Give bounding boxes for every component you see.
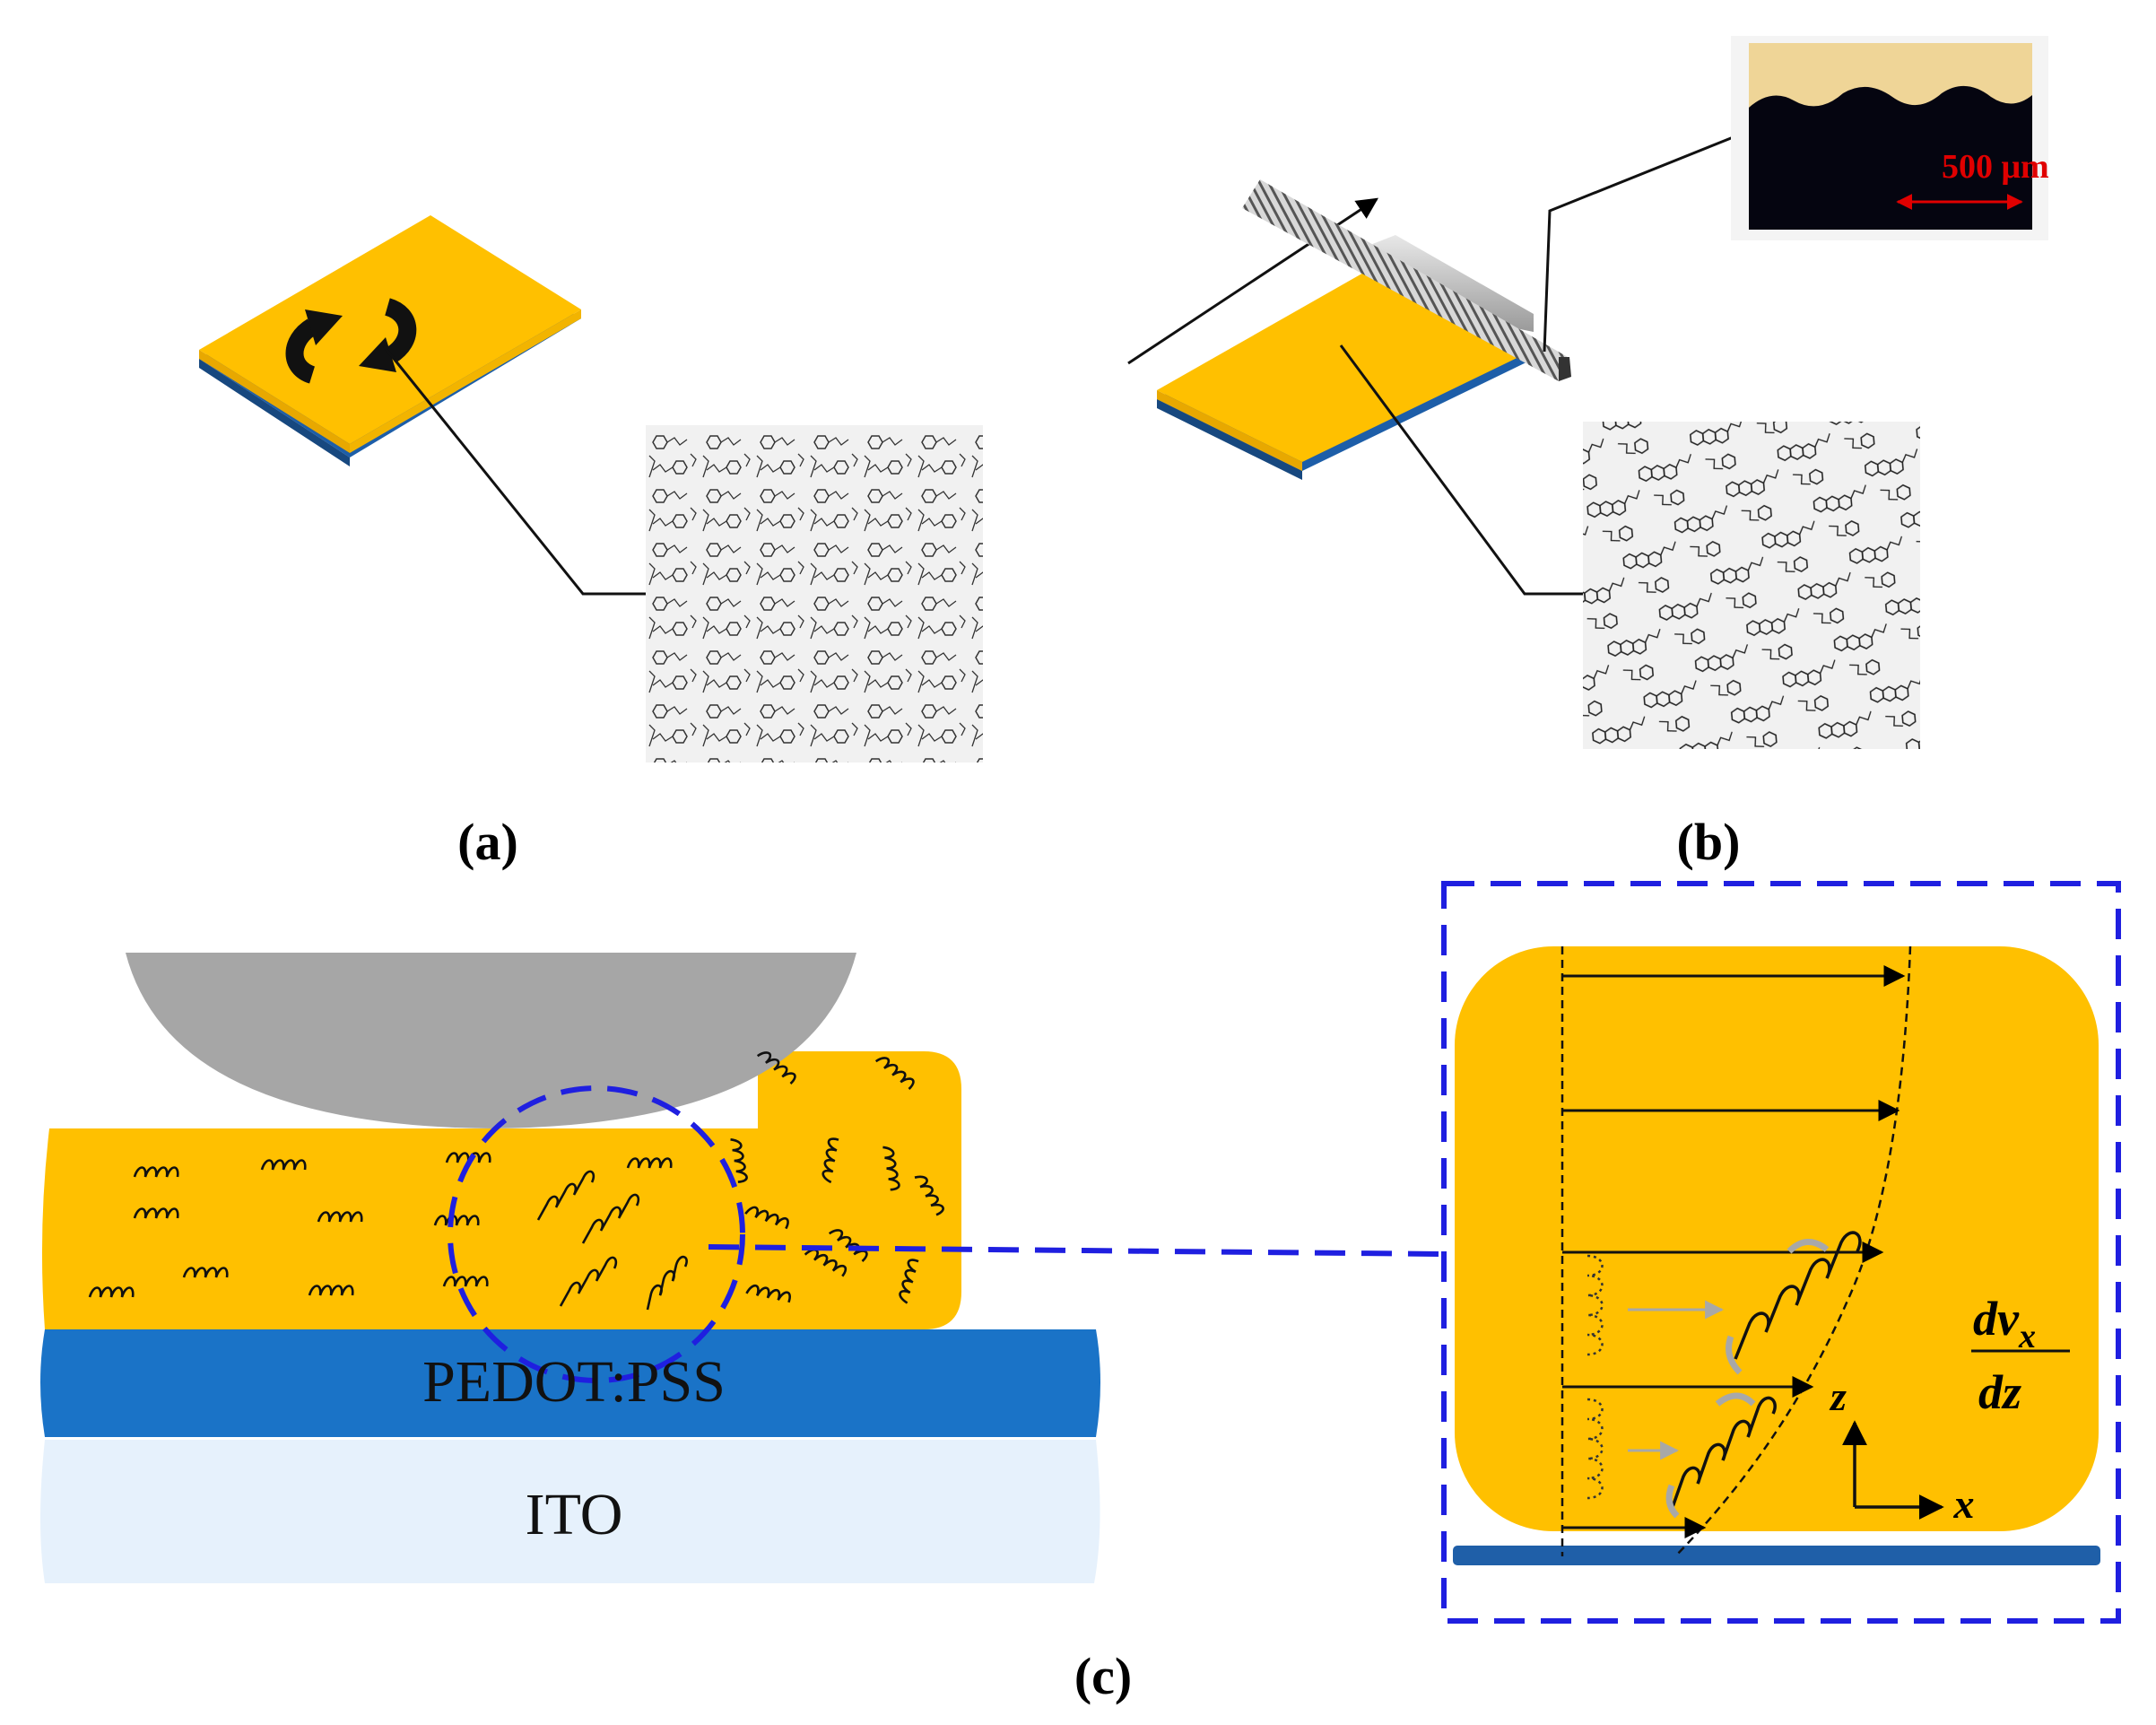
rotation-arrows-icon [285, 298, 417, 384]
equation-denominator: dz [1978, 1365, 2021, 1419]
equation-numerator: dv [1973, 1292, 2020, 1346]
ito-label: ITO [526, 1482, 623, 1547]
shear-rate-equation: dvx dz [1971, 1292, 2070, 1419]
panel-c: PEDOT:PSS ITO [40, 881, 2121, 1705]
velocity-profile-curve [1674, 945, 1912, 1557]
panel-a: (a) [199, 215, 983, 871]
pedot-label: PEDOT:PSS [422, 1349, 726, 1415]
panel-a-label: (a) [457, 813, 518, 871]
leader-line-micrograph [1543, 135, 1736, 353]
leader-line-a [382, 345, 646, 596]
film-a [199, 215, 581, 444]
mayer-rod-icon [1242, 179, 1571, 381]
panel-c-label: (c) [1074, 1647, 1132, 1705]
leader-line-b [1339, 344, 1583, 596]
equation-numerator-sub: x [2018, 1318, 2036, 1355]
zoom-circle [448, 1085, 745, 1383]
ito-layer [40, 1440, 1100, 1583]
zoom-film [1455, 946, 2099, 1531]
coordinate-axes: z x [1829, 1373, 1974, 1527]
pedot-layer [40, 1329, 1100, 1437]
micrograph-inset: 500 μm [1731, 36, 2049, 240]
roller [126, 953, 856, 1128]
solution-film [41, 1051, 961, 1329]
molecule-inset-aligned [1583, 422, 1920, 749]
axis-x-label: x [1953, 1481, 1975, 1527]
molecule-inset-random [646, 425, 983, 762]
panel-b: 500 μm (b) [1127, 36, 2049, 871]
stretched-coils [1587, 1231, 1862, 1519]
zoom-connector [708, 1244, 1445, 1257]
coating-blade [1359, 235, 1534, 332]
panel-b-label: (b) [1677, 813, 1741, 871]
polymer-coils [88, 1051, 944, 1311]
zoom-box [1441, 881, 2121, 1624]
velocity-arrows [1562, 965, 1906, 1538]
scale-bar-label: 500 μm [1942, 148, 2049, 186]
zoom-substrate [1453, 1546, 2100, 1565]
axis-z-label: z [1829, 1373, 1847, 1419]
svg-text:dvx: dvx [1973, 1292, 2036, 1355]
